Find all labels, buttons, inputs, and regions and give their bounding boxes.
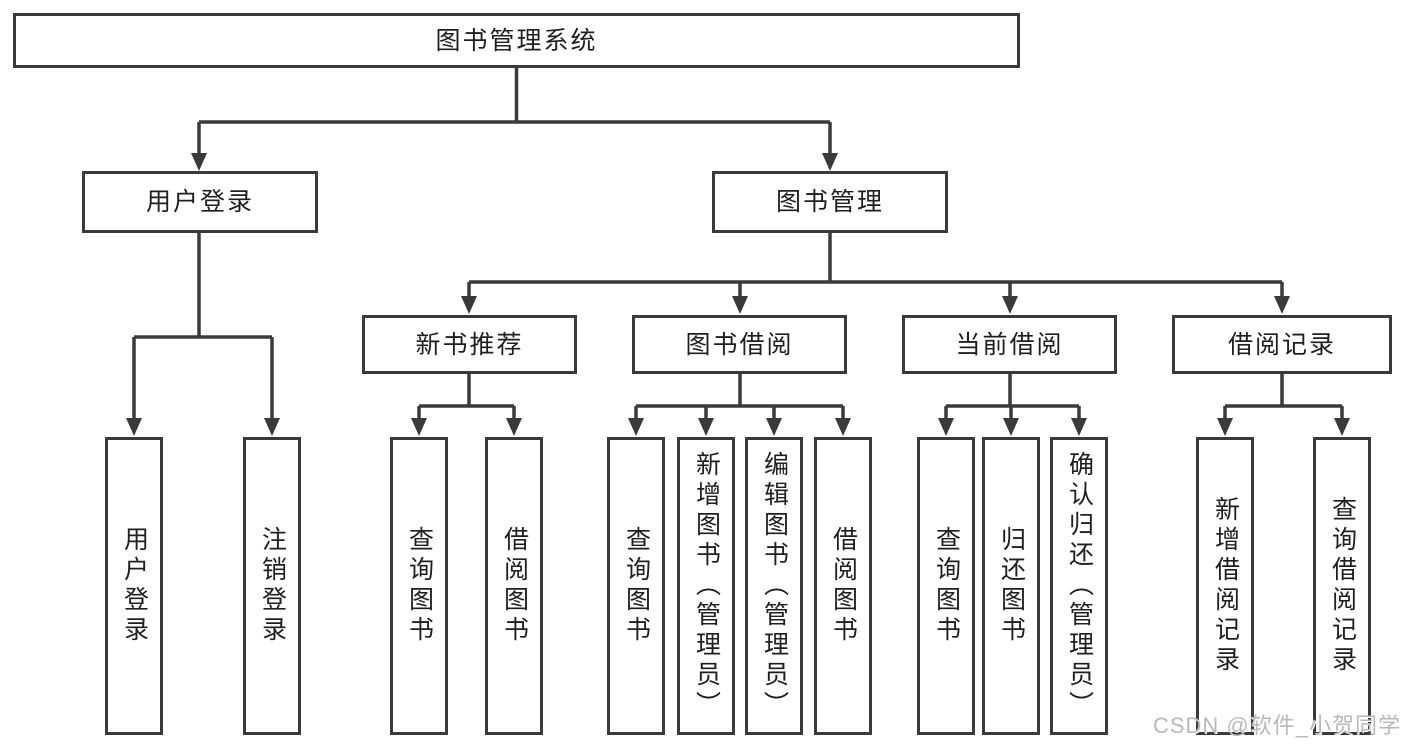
connector-borrow-records-children bbox=[1217, 374, 1350, 436]
node-book-management: 图书管理 bbox=[712, 171, 948, 233]
connector-new-book-children bbox=[411, 374, 522, 436]
leaf-query-borrow-record: 查询借阅记录 bbox=[1313, 437, 1371, 735]
node-current-borrow: 当前借阅 bbox=[902, 315, 1117, 374]
node-new-book-recommend: 新书推荐 bbox=[362, 315, 577, 374]
leaf-return-books: 归还图书 bbox=[982, 437, 1040, 735]
arrow-down-icon bbox=[264, 418, 280, 436]
arrow-down-icon bbox=[411, 418, 427, 436]
leaf-edit-books-admin: 编辑图书（管理员） bbox=[745, 437, 803, 735]
leaf-borrow-books: 借阅图书 bbox=[814, 437, 872, 735]
arrow-down-icon bbox=[822, 153, 838, 171]
leaf-query-books-recommend: 查询图书 bbox=[390, 437, 448, 735]
arrow-down-icon bbox=[506, 418, 522, 436]
arrow-down-icon bbox=[766, 418, 782, 436]
connector-book-management-children bbox=[461, 233, 1290, 314]
arrow-down-icon bbox=[938, 418, 954, 436]
arrow-down-icon bbox=[1002, 296, 1018, 314]
csdn-watermark: CSDN @软件_小贺同学 bbox=[1152, 713, 1401, 738]
arrow-down-icon bbox=[1217, 418, 1233, 436]
arrow-down-icon bbox=[126, 418, 142, 436]
arrow-down-icon bbox=[628, 418, 644, 436]
leaf-query-books-current: 查询图书 bbox=[917, 437, 975, 735]
leaf-add-books-admin: 新增图书（管理员） bbox=[677, 437, 735, 735]
node-root: 图书管理系统 bbox=[13, 13, 1020, 68]
connector-book-borrow-children bbox=[628, 374, 851, 436]
node-user-login: 用户登录 bbox=[82, 171, 318, 233]
arrow-down-icon bbox=[461, 296, 477, 314]
arrow-down-icon bbox=[698, 418, 714, 436]
arrow-down-icon bbox=[1071, 418, 1087, 436]
leaf-add-borrow-record: 新增借阅记录 bbox=[1196, 437, 1254, 735]
leaf-borrow-books-recommend: 借阅图书 bbox=[485, 437, 543, 735]
arrow-down-icon bbox=[191, 153, 207, 171]
leaf-confirm-return-admin: 确认归还（管理员） bbox=[1050, 437, 1108, 735]
connector-current-borrow-children bbox=[938, 374, 1087, 436]
connector-root-to-level2 bbox=[191, 68, 838, 171]
arrow-down-icon bbox=[732, 296, 748, 314]
connector-user-login-children bbox=[126, 233, 280, 436]
leaf-user-login: 用户登录 bbox=[105, 437, 163, 735]
leaf-query-books-borrow: 查询图书 bbox=[607, 437, 665, 735]
node-book-borrow: 图书借阅 bbox=[632, 315, 847, 374]
arrow-down-icon bbox=[1334, 418, 1350, 436]
arrow-down-icon bbox=[835, 418, 851, 436]
leaf-logout: 注销登录 bbox=[243, 437, 301, 735]
node-borrow-records: 借阅记录 bbox=[1172, 315, 1392, 374]
arrow-down-icon bbox=[1003, 418, 1019, 436]
arrow-down-icon bbox=[1274, 296, 1290, 314]
